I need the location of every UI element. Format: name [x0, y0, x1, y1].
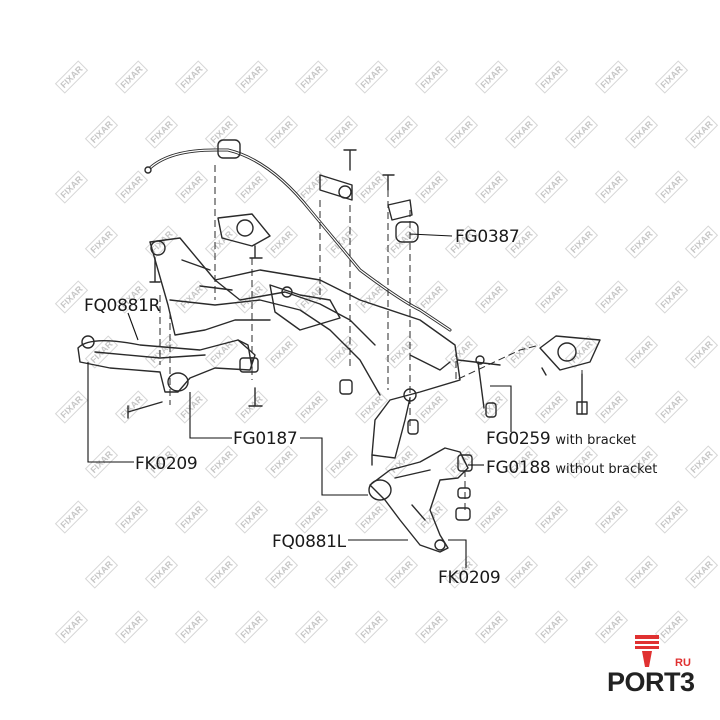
label-fg0259-code: FG0259: [486, 429, 551, 449]
label-fg0188-note: without bracket: [555, 462, 658, 477]
strut-mount-right: [539, 335, 601, 415]
stabilizer-bushing-right: [395, 221, 419, 243]
subframe: [149, 237, 461, 466]
control-arm-right: [77, 335, 259, 393]
label-fg0187: FG0187: [233, 429, 298, 449]
brand-suffix: RU: [675, 657, 691, 669]
label-fg0188-code: FG0188: [486, 458, 551, 478]
piston-logo-icon: [635, 635, 659, 667]
label-fk0209-right: FK0209: [438, 568, 501, 588]
label-fk0209-left: FK0209: [135, 454, 198, 474]
label-fg0259-note: with bracket: [555, 433, 637, 448]
brand-name: PORT3: [607, 667, 695, 697]
label-fg0259: FG0259 with bracket: [486, 431, 636, 448]
stabilizer-link: [457, 355, 501, 418]
control-arm-left: [368, 447, 473, 553]
strut-mount-left: [217, 213, 271, 259]
label-fg0188: FG0188 without bracket: [486, 460, 657, 477]
stabilizer-bushing-left: [217, 139, 241, 159]
label-fq0881l: FQ0881L: [272, 532, 346, 552]
label-fq0881r: FQ0881R: [84, 296, 161, 316]
label-fg0387: FG0387: [455, 227, 520, 247]
